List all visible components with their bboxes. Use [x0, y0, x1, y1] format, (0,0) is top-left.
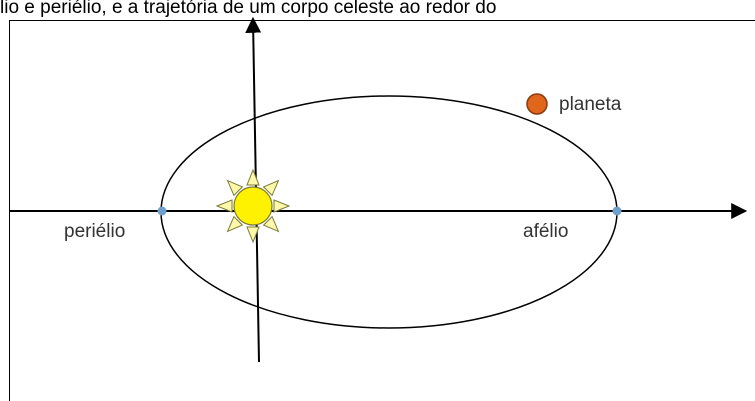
perihelion-marker: [158, 207, 167, 216]
sun-ray: [247, 170, 259, 185]
aphelion-label: afélio: [523, 221, 568, 242]
sun-icon: [217, 170, 289, 242]
planet-label: planeta: [559, 94, 622, 115]
aphelion-marker: [613, 207, 622, 216]
planet-icon: [527, 94, 547, 114]
perihelion-label: periélio: [64, 221, 125, 242]
